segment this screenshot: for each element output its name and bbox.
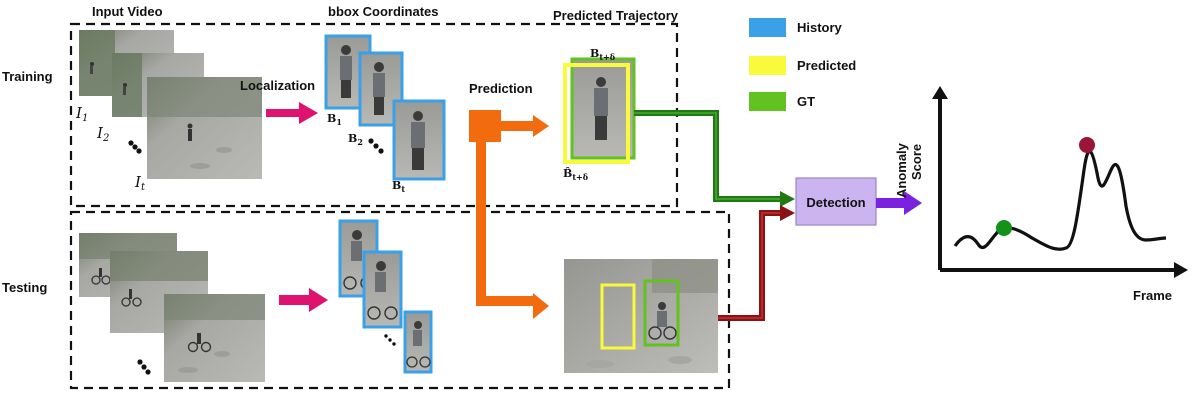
training-label: Training — [2, 69, 53, 84]
testing-input-frames — [79, 233, 265, 382]
testing-bbox-ellipsis — [384, 334, 396, 346]
predicted-trajectory-header: Predicted Trajectory — [553, 8, 679, 23]
plot-x-arrowhead — [1174, 262, 1188, 278]
frame-label-i1: I1 — [75, 104, 88, 124]
prediction-arrow-training — [501, 115, 549, 137]
localization-arrow — [266, 102, 318, 124]
detection-label: Detection — [806, 195, 865, 210]
legend-swatch-predicted — [749, 56, 786, 75]
legend: History Predicted GT — [749, 18, 856, 111]
bbox-ellipsis — [368, 138, 384, 154]
training-detection-arrowhead — [780, 191, 795, 207]
testing-detection-arrowhead — [780, 205, 795, 221]
testing-bbox-crop-3 — [403, 310, 433, 374]
legend-label-predicted: Predicted — [797, 58, 856, 73]
prediction-block — [469, 110, 501, 142]
legend-label-gt: GT — [797, 94, 815, 109]
training-frame-ellipsis — [128, 140, 142, 154]
training-detection-connector — [634, 110, 780, 202]
anomaly-axis-label-2: Score — [909, 144, 924, 180]
training-input-frames — [79, 30, 262, 179]
anomaly-point-marker — [1079, 137, 1095, 153]
frame-axis-label: Frame — [1133, 288, 1172, 303]
prediction-label: Prediction — [469, 81, 533, 96]
legend-swatch-history — [749, 18, 786, 37]
legend-swatch-gt — [749, 92, 786, 111]
detection-block — [795, 177, 877, 226]
localization-label: Localization — [240, 78, 315, 93]
anomaly-score-plot — [932, 86, 1188, 278]
gt-box-testing — [643, 279, 680, 347]
anomaly-axis-label-1: Anomaly — [894, 142, 909, 198]
testing-detection-connector — [718, 210, 780, 321]
plot-y-arrowhead — [932, 86, 948, 99]
bbox-label-b1: B1 — [327, 112, 342, 127]
training-predicted-trajectory — [563, 57, 636, 164]
testing-box — [69, 210, 731, 390]
normal-point-marker — [996, 220, 1012, 236]
frame-label-it: It — [134, 173, 146, 193]
bbox-label-bt: Bt — [392, 179, 405, 194]
testing-bbox-crops — [338, 219, 433, 374]
testing-label: Testing — [2, 280, 47, 295]
prediction-arrow-testing — [533, 293, 549, 319]
frame-label-i2: I2 — [96, 124, 109, 144]
detection-output-arrow — [876, 191, 922, 215]
prediction-path-testing — [476, 142, 533, 306]
testing-predicted-trajectory — [564, 259, 718, 373]
bbox-label-b2: B2 — [348, 132, 363, 147]
testing-localization-arrow — [279, 288, 328, 312]
testing-frame-ellipsis — [137, 359, 151, 375]
anomaly-score-curve — [953, 149, 1167, 251]
bbox-coordinates-header: bbox Coordinates — [328, 4, 439, 19]
input-video-header: Input Video — [92, 4, 163, 19]
bbox-label-hat: B̂t+δ — [563, 167, 589, 182]
bbox-label-future: Bt+δ — [590, 47, 616, 62]
legend-label-history: History — [797, 20, 843, 35]
predicted-box-testing — [600, 283, 636, 350]
training-bbox-crops — [324, 34, 446, 181]
predicted-box-training — [563, 63, 630, 164]
